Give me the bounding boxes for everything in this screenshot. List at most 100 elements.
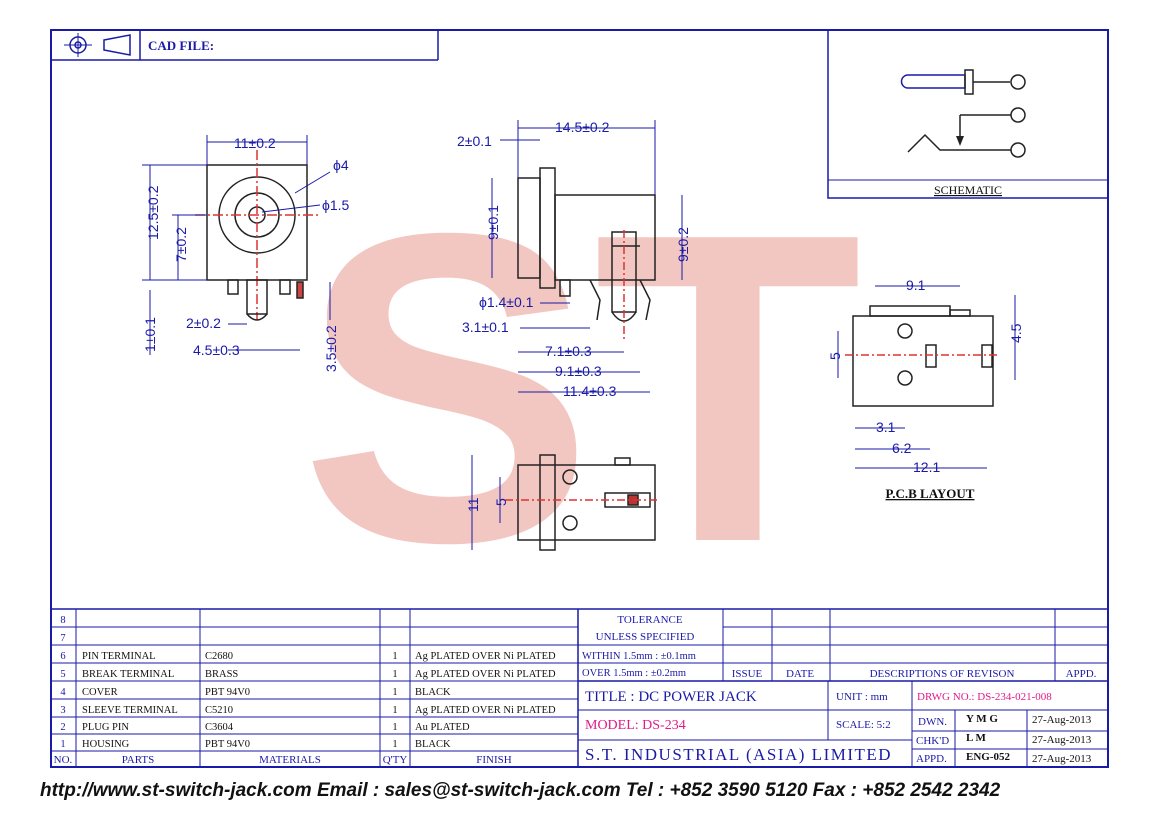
parts-rows: 8 7 6 PIN TERMINAL C2680 1 Ag PLATED OVER Ni P… [60, 615, 556, 750]
parts-table [51, 608, 1108, 767]
chkd-label: CHK'D [916, 735, 949, 747]
dim-d2: 7.1±0.3 [545, 343, 592, 359]
parts-cell-parts: PIN TERMINAL [82, 651, 156, 662]
sheet-border [50, 29, 1109, 768]
title-block [578, 681, 1108, 767]
pcb-dim-total: 12.1 [913, 459, 940, 475]
tolerance-line1: WITHIN 1.5mm : ±0.1mm [582, 651, 696, 662]
chkd-value: L M [966, 732, 986, 744]
parts-cell-no: 4 [60, 687, 66, 698]
model-text: MODEL: DS-234 [585, 718, 686, 733]
parts-cell-qty: 1 [392, 669, 397, 680]
dim-flange: 2±0.1 [457, 133, 492, 149]
dim-d3: 9.1±0.3 [555, 363, 602, 379]
parts-cell-no: 5 [60, 669, 65, 680]
rev-appd: APPD. [1066, 668, 1097, 680]
revision-block [578, 609, 1108, 682]
parts-cell-finish: BLACK [415, 687, 451, 698]
dim-hole: ϕ1.4±0.1 [479, 294, 534, 310]
parts-cell-qty: 1 [392, 651, 397, 662]
pcb-layout [845, 305, 1000, 407]
tolerance-title: TOLERANCE [617, 614, 682, 626]
rev-date: DATE [786, 668, 814, 680]
dim-outer-dia: ϕ4 [333, 157, 349, 173]
dwn-value: Y M G [966, 713, 998, 725]
scale-text: SCALE: 5:2 [836, 719, 891, 731]
parts-cell-finish: Ag PLATED OVER Ni PLATED [415, 669, 556, 680]
rev-desc: DESCRIPTIONS OF REVISON [870, 668, 1015, 680]
dim-height: 12.5±0.2 [145, 185, 161, 240]
parts-cell-no: 6 [60, 651, 65, 662]
footer-contact: http://www.st-switch-jack.com Email : sa… [40, 780, 1001, 801]
dim-pin-len: 3.5±0.2 [323, 325, 339, 372]
parts-cell-finish: BLACK [415, 739, 451, 750]
dwn-label: DWN. [918, 716, 947, 728]
parts-cell-no: 8 [60, 615, 65, 626]
pcb-dim-left: 5 [827, 352, 843, 360]
dim-d1: 3.1±0.1 [462, 319, 509, 335]
cad-file-label: CAD FILE: [148, 38, 214, 53]
parts-cell-materials: C3604 [205, 722, 234, 733]
parts-cell-materials: PBT 94V0 [205, 739, 250, 750]
col-parts: PARTS [122, 754, 155, 766]
front-view-dims [142, 135, 331, 355]
appd-date: 27-Aug-2013 [1032, 753, 1092, 765]
dim-pin-width: 2±0.2 [186, 315, 221, 331]
rev-issue: ISSUE [732, 668, 763, 680]
parts-cell-no: 1 [60, 739, 65, 750]
parts-cell-parts: SLEEVE TERMINAL [82, 705, 178, 716]
projection-symbol-icon [64, 33, 131, 57]
pcb-dim-right: 4.5 [1008, 323, 1024, 343]
pcb-dim-a: 3.1 [876, 419, 896, 435]
side-view-dims [491, 120, 683, 393]
appd-value: ENG-052 [966, 751, 1011, 763]
dim-pin-spacing: 4.5±0.3 [193, 342, 240, 358]
parts-cell-finish: Au PLATED [415, 722, 470, 733]
tolerance-line2: OVER 1.5mm : ±0.2mm [582, 668, 686, 679]
dim-width: 11±0.2 [234, 135, 276, 151]
dwn-date: 27-Aug-2013 [1032, 714, 1092, 726]
bottom-view-dims [471, 455, 501, 550]
parts-cell-qty: 1 [392, 722, 397, 733]
drawing-sheet: ST CAD FILE: SCHEMATIC [50, 29, 1109, 768]
parts-cell-no: 7 [60, 633, 65, 644]
parts-cell-parts: COVER [82, 687, 118, 698]
appd-label: APPD. [916, 753, 947, 765]
parts-cell-qty: 1 [392, 687, 397, 698]
col-no: NO. [54, 754, 73, 766]
dim-inner-dia: ϕ1.5 [322, 197, 350, 213]
schematic-title: SCHEMATIC [934, 183, 1002, 197]
pcb-layout-title: P.C.B LAYOUT [886, 486, 975, 501]
parts-cell-materials: PBT 94V0 [205, 687, 250, 698]
col-materials: MATERIALS [259, 754, 321, 766]
pcb-dims [837, 285, 1016, 469]
tolerance-subtitle: UNLESS SPECIFIED [596, 631, 695, 643]
dim-bottom-width: 11 [465, 497, 481, 512]
col-qty: Q'TY [383, 754, 408, 766]
parts-cell-no: 2 [60, 722, 65, 733]
parts-cell-materials: C2680 [205, 651, 233, 662]
drwg-no: DRWG NO.: DS-234-021-008 [917, 691, 1052, 703]
col-finish: FINISH [476, 754, 512, 766]
parts-cell-parts: BREAK TERMINAL [82, 669, 174, 680]
chkd-date: 27-Aug-2013 [1032, 734, 1092, 746]
parts-cell-materials: BRASS [205, 669, 238, 680]
dim-d4: 11.4±0.3 [563, 383, 617, 399]
parts-cell-parts: PLUG PIN [82, 722, 129, 733]
pcb-dim-b: 6.2 [892, 440, 912, 456]
pcb-dim-top: 9.1 [906, 277, 926, 293]
dim-length: 14.5±0.2 [555, 119, 610, 135]
unit-text: UNIT : mm [836, 691, 888, 703]
title-text: TITLE : DC POWER JACK [585, 689, 757, 705]
parts-cell-qty: 1 [392, 739, 397, 750]
parts-cell-parts: HOUSING [82, 739, 130, 750]
dim-height-side2: 9±0.2 [675, 227, 691, 262]
parts-cell-no: 3 [60, 705, 65, 716]
st-watermark: ST [300, 143, 862, 634]
side-view [517, 167, 656, 340]
company-name: S.T. INDUSTRIAL (ASIA) LIMITED [585, 745, 892, 764]
dim-bottom-pin: 5 [493, 498, 509, 506]
dim-pin-offset: 1±0.1 [142, 317, 158, 352]
parts-cell-finish: Ag PLATED OVER Ni PLATED [415, 651, 556, 662]
front-view [195, 150, 320, 321]
